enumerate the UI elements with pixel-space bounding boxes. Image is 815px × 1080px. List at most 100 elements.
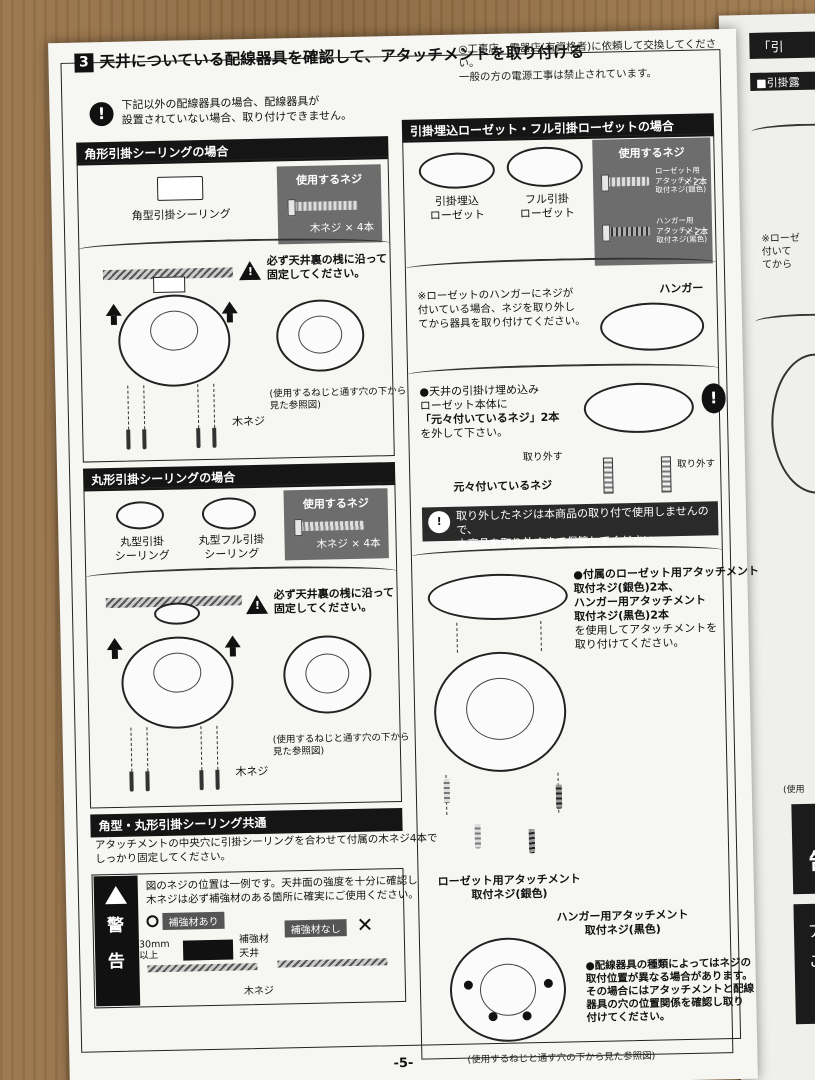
- wood-screw-icon: [196, 428, 201, 449]
- wood-screw-label: 木ネジ: [235, 764, 269, 779]
- original-screw-icon: [660, 456, 672, 493]
- screw-box: 使用するネジ 木ネジ × 4本: [283, 488, 389, 561]
- info-bar: ! 取り外したネジは本商品の取り付で使用しませんので、 本商品を取り外すまで保管…: [421, 501, 719, 551]
- warning-text: 図のネジの位置は一例です。天井面の強度を十分に確認し 木ネジは必ず補強材のある箇…: [146, 874, 419, 908]
- label-line: 引掛埋込: [434, 194, 480, 209]
- label-line: ローゼット: [519, 206, 575, 221]
- device-label: 角型引掛シーリング: [131, 207, 231, 223]
- take-off-label: 取り外す: [522, 451, 563, 464]
- black-screw-icon: [555, 784, 563, 809]
- warning-word: 警: [106, 915, 125, 937]
- reinforce-label: 補強材: [238, 933, 270, 946]
- screw-box-title: 使用するネジ: [618, 145, 685, 161]
- next-page-warning-block-2: ア こ: [793, 902, 815, 1025]
- instr-line-emphasis: 「元々付いているネジ」2本: [419, 410, 560, 427]
- black-screw-icon: [528, 829, 536, 854]
- wood-screw-label: 木ネジ: [243, 985, 275, 998]
- warning-word: 告: [107, 951, 126, 973]
- label-line: 丸型引掛: [119, 534, 165, 549]
- warning-line: 固定してください。: [273, 600, 373, 616]
- desc-line: ローゼット用: [654, 165, 700, 176]
- label-line: 以上: [139, 950, 159, 962]
- warn-char: 告: [808, 849, 815, 875]
- letter: こ: [808, 951, 815, 971]
- reinforcement-block: [182, 939, 234, 961]
- label-line: 取付ネジ(黒色): [584, 922, 661, 938]
- screw-count: × 2本: [683, 177, 708, 188]
- original-screw-label: 元々付いているネジ: [453, 478, 553, 494]
- arrow-up-icon: [221, 301, 238, 314]
- hanger-label: ハンガー: [659, 281, 704, 296]
- wood-screw-label: 木ネジ: [231, 414, 266, 429]
- wood-screw-icon: [142, 429, 147, 450]
- device-label: 丸型引掛 シーリング: [114, 535, 170, 564]
- wood-screw-icon: [126, 429, 131, 450]
- warning-text: 必ず天井裏の桟に沿って 固定してください。: [267, 252, 388, 283]
- screw-box-title: 使用するネジ: [295, 172, 363, 188]
- next-page-note: ※ローゼ 付いて てから: [761, 231, 815, 272]
- wood-screw-icon: [293, 200, 358, 212]
- wood-screw-icon: [212, 427, 217, 448]
- ng-cross-icon: ✕: [356, 912, 374, 937]
- next-page-warning-block: 告: [791, 802, 815, 895]
- original-screw-icon: [602, 457, 614, 494]
- warning-icon: [238, 260, 262, 281]
- wood-screw-icon: [199, 770, 204, 791]
- label-line: シーリング: [204, 546, 260, 562]
- label-line: 丸型フル引掛: [198, 532, 265, 548]
- screw-count: × 2本: [684, 227, 709, 238]
- warning-line: 必ず天井裏の桟に沿って: [273, 586, 395, 602]
- label-line: フル引掛: [524, 192, 570, 207]
- screw-count: 木ネジ × 4本: [309, 221, 375, 235]
- fixture-disc: [769, 352, 815, 495]
- wood-screw-icon: [215, 769, 220, 790]
- device-label: 丸型フル引掛 シーリング: [198, 533, 265, 562]
- reference-caption: (使用するねじと通す穴の下から見た参照図): [467, 1050, 656, 1066]
- label-line: ローゼット: [429, 208, 485, 223]
- next-page-small: (使用: [782, 784, 805, 796]
- note-line: ※ローゼ: [761, 232, 801, 245]
- screw-count: 木ネジ × 4本: [316, 537, 381, 551]
- label-line: シーリング: [114, 548, 170, 563]
- warning-line: 固定してください。: [266, 266, 366, 282]
- hanger-screw-label: ハンガー用アタッチメント 取付ネジ(黒色): [556, 908, 689, 939]
- silver-screw-icon: [474, 824, 482, 849]
- screw-box: 使用するネジ 木ネジ × 4本: [276, 164, 383, 245]
- label-line: ハンガー用アタッチメント: [556, 907, 689, 924]
- next-page-band: 「引: [749, 30, 815, 59]
- next-page-subheader: ■引掛露: [750, 70, 815, 91]
- screw-box: 使用するネジ ローゼット用 アタッチメント 取付ネジ(銀色) × 2本 ハンガー…: [592, 137, 713, 266]
- hanger-note: ※ローゼットのハンガーにネジが 付いている場合、ネジを取り外し てから器具を取り…: [417, 286, 586, 332]
- wave-divider: [755, 312, 815, 329]
- warning-icon: [104, 885, 128, 905]
- note-line: てから: [761, 259, 793, 271]
- warning-text: 必ず天井裏の桟に沿って 固定してください。: [274, 586, 395, 617]
- reference-caption: (使用するねじと通す穴の下から 見た参照図): [269, 386, 406, 413]
- device-label: 引掛埋込 ローゼット: [429, 194, 485, 223]
- arrow-up-icon: [224, 635, 241, 648]
- info-icon: !: [427, 510, 451, 534]
- step-number: 3: [74, 53, 94, 73]
- screw-box-title: 使用するネジ: [302, 496, 369, 511]
- wood-screw-icon: [145, 771, 150, 792]
- wood-screw-icon: [129, 771, 134, 792]
- note-line: 付いて: [761, 246, 792, 258]
- with-reinforce-badge: 補強材あり: [162, 911, 225, 930]
- label-line: ローゼット用アタッチメント: [437, 872, 581, 889]
- silver-screw-icon: [607, 176, 650, 187]
- ceiling-device: [152, 276, 186, 294]
- label-line: 30mm: [138, 938, 170, 951]
- warning-block: 警 告 警告: [93, 875, 141, 1007]
- remove-instruction: ●天井の引掛け埋め込み ローゼット本体に 「元々付いているネジ」2本 を外して下…: [419, 383, 559, 442]
- thickness-label: 30mm 以上: [139, 939, 170, 962]
- attach-instruction: ●付属のローゼット用アタッチメント 取付ネジ(銀色)2本、 ハンガー用アタッチメ…: [573, 564, 760, 652]
- ceiling-label: 天井: [239, 947, 260, 960]
- device-label: フル引掛 ローゼット: [519, 192, 575, 221]
- without-reinforce-badge: 補強材なし: [284, 919, 347, 938]
- silver-screw-icon: [443, 778, 451, 804]
- arrow-up-icon: [105, 303, 122, 317]
- rosette-screw-label: ローゼット用アタッチメント 取付ネジ(銀色): [438, 872, 582, 903]
- reference-caption: (使用するねじと通す穴の下から 見た参照図): [273, 732, 410, 759]
- wave-divider: [751, 122, 815, 139]
